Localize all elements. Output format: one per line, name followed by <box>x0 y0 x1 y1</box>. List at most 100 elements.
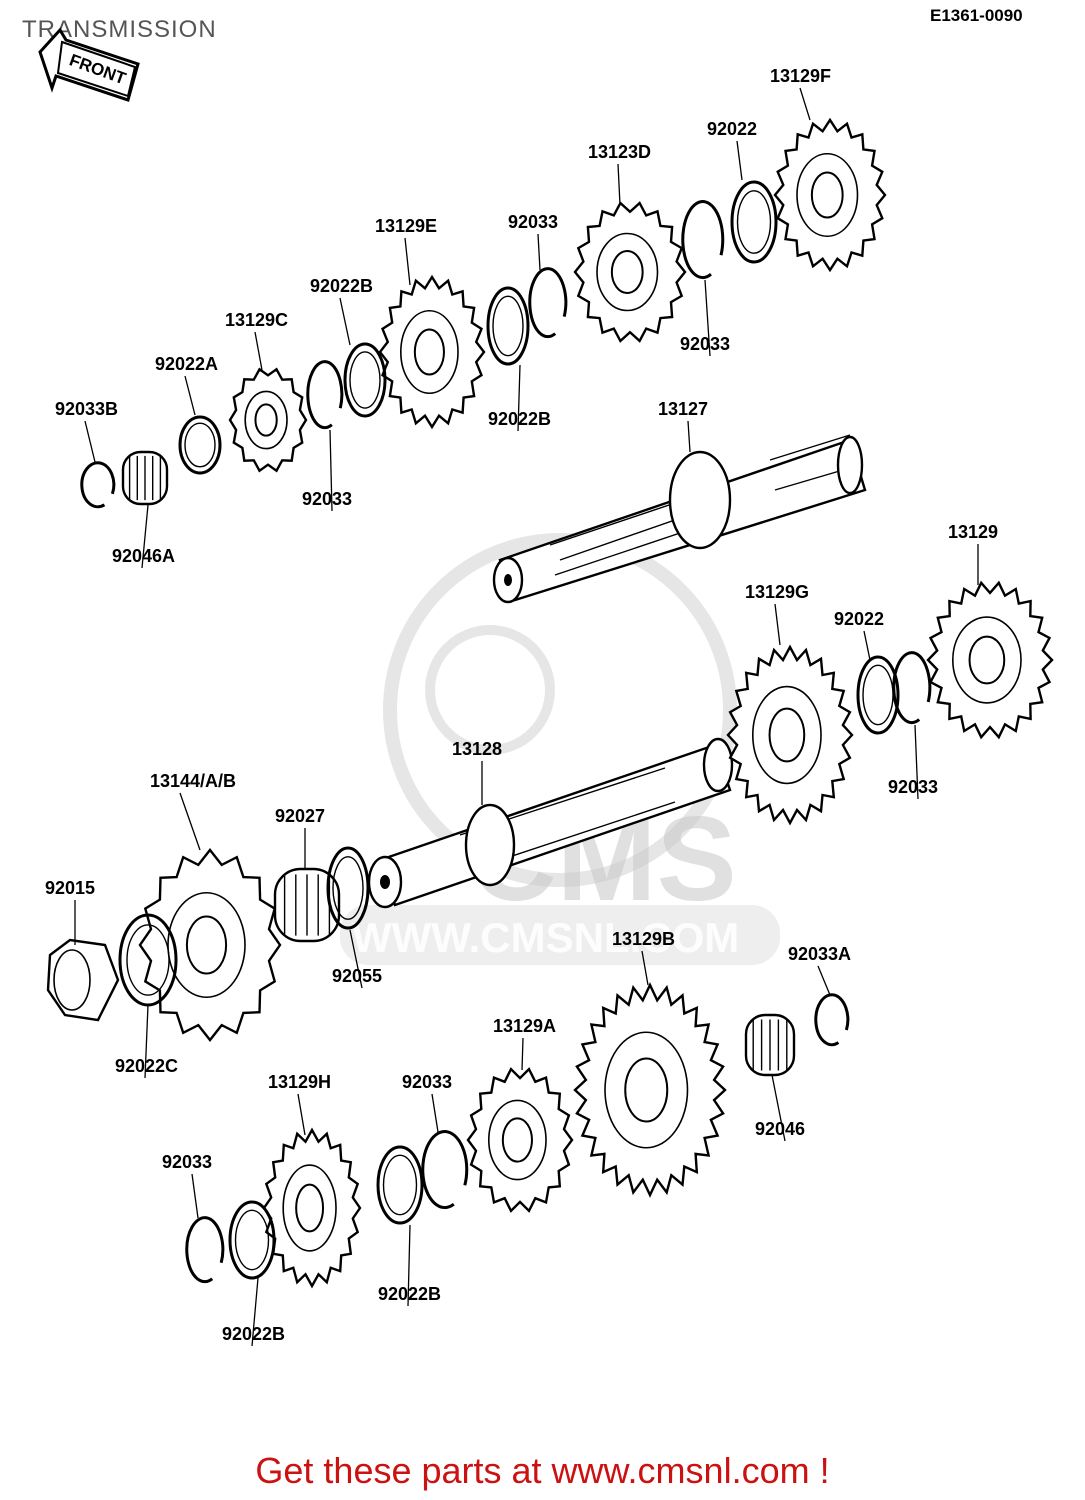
front-arrow-icon: FRONT <box>38 27 140 102</box>
part-label-13129F[interactable]: 13129F <box>770 66 831 86</box>
leader-line-92055 <box>349 929 363 989</box>
part-label-13129A[interactable]: 13129A <box>493 1016 556 1036</box>
gear-13129 <box>926 580 1054 740</box>
leader-line-92033-f <box>191 1173 199 1219</box>
o-ring-92055 <box>326 846 370 930</box>
part-label-92022-top[interactable]: 92022 <box>707 119 757 139</box>
leader-line-92033-a <box>704 279 711 357</box>
leader-line-92033A <box>817 965 831 996</box>
washer-92022-mid <box>856 655 900 735</box>
part-label-13129E[interactable]: 13129E <box>375 216 437 236</box>
part-label-13129C[interactable]: 13129C <box>225 310 288 330</box>
part-label-13144[interactable]: 13144/A/B <box>150 771 236 791</box>
diagram-code: E1361-0090 <box>930 6 1023 25</box>
leader-line-92022C <box>144 1004 149 1079</box>
part-label-92046[interactable]: 92046 <box>755 1119 805 1139</box>
leader-line-92022A <box>184 375 196 416</box>
leader-line-92033-b <box>537 233 541 271</box>
part-label-92022B-c[interactable]: 92022B <box>378 1284 441 1304</box>
washer-92022A <box>178 415 222 475</box>
washer-92022B-d <box>228 1200 276 1280</box>
cta-link[interactable]: Get these parts at www.cmsnl.com ! <box>255 1450 830 1491</box>
part-label-92022B-a[interactable]: 92022B <box>310 276 373 296</box>
leader-line-92022B-d <box>251 1277 259 1347</box>
washer-92022B-c <box>376 1145 424 1225</box>
circlip-92033A <box>814 993 850 1047</box>
washer-92022B-b <box>343 342 387 418</box>
part-label-92033B[interactable]: 92033B <box>55 399 118 419</box>
circlip-92033-b <box>528 267 568 339</box>
part-label-92027[interactable]: 92027 <box>275 806 325 826</box>
leader-line-92033-c <box>329 429 333 512</box>
watermark-url: WWW.CMSNL.COM <box>352 914 739 961</box>
part-label-13129B[interactable]: 13129B <box>612 929 675 949</box>
leader-line-13129A <box>521 1037 524 1071</box>
part-label-92022C[interactable]: 92022C <box>115 1056 178 1076</box>
leader-line-13129G <box>774 603 781 646</box>
part-label-13129H[interactable]: 13129H <box>268 1072 331 1092</box>
leader-line-13129B <box>641 950 649 986</box>
gear-13129A <box>466 1067 574 1213</box>
leader-line-92022-mid <box>863 630 871 661</box>
leader-line-13144 <box>179 792 201 851</box>
leader-line-92046A <box>141 504 149 569</box>
gear-13129H <box>262 1127 362 1289</box>
part-label-13129[interactable]: 13129 <box>948 522 998 542</box>
circlip-92033-e <box>421 1130 469 1210</box>
part-label-92033-f[interactable]: 92033 <box>162 1152 212 1172</box>
leader-line-92046 <box>771 1074 786 1142</box>
bearing-92046 <box>744 1013 796 1077</box>
leader-line-13127 <box>687 420 691 453</box>
gear-13129F <box>773 117 887 273</box>
leader-line-92033-d <box>914 724 919 800</box>
leader-line-92022B-c <box>407 1224 411 1307</box>
gear-13129B <box>573 982 727 1198</box>
part-label-92033-b[interactable]: 92033 <box>508 212 558 232</box>
part-label-92022B-b[interactable]: 92022B <box>488 409 551 429</box>
sprocket-13144 <box>138 848 282 1042</box>
leader-line-92022B-b <box>517 364 521 432</box>
part-label-92015[interactable]: 92015 <box>45 878 95 898</box>
part-label-13127[interactable]: 13127 <box>658 399 708 419</box>
bearing-92046A <box>121 450 169 506</box>
part-label-92033-e[interactable]: 92033 <box>402 1072 452 1092</box>
circlip-92033-c <box>306 360 344 430</box>
part-label-92046A[interactable]: 92046A <box>112 546 175 566</box>
circlip-92033-f <box>185 1216 225 1284</box>
leader-line-92022-top <box>736 140 743 181</box>
part-label-92033-c[interactable]: 92033 <box>302 489 352 509</box>
gear-13123D <box>573 201 687 343</box>
leader-line-13129C <box>254 331 263 371</box>
circlip-92033-d <box>892 651 932 725</box>
part-label-13123D[interactable]: 13123D <box>588 142 651 162</box>
nut-92015 <box>46 938 120 1022</box>
circlip-92033B <box>80 461 116 509</box>
leader-line-13129E <box>404 237 411 286</box>
leader-line-13123D <box>617 163 621 206</box>
gear-13129E <box>378 274 486 430</box>
gear-13129G <box>726 644 854 826</box>
part-label-92022B-d[interactable]: 92022B <box>222 1324 285 1344</box>
part-label-92033A[interactable]: 92033A <box>788 944 851 964</box>
collar-92027 <box>273 867 341 943</box>
leader-line-92033-e <box>431 1093 439 1133</box>
leader-line-13129H <box>297 1093 306 1136</box>
circlip-92033-a <box>681 200 725 280</box>
part-label-92033-a[interactable]: 92033 <box>680 334 730 354</box>
gear-13129C <box>228 367 308 473</box>
shaft-13128 <box>367 737 734 909</box>
part-label-92033-d[interactable]: 92033 <box>888 777 938 797</box>
washer-92022-top <box>730 180 778 264</box>
leader-line-92022B-a <box>339 297 351 346</box>
part-label-92022A[interactable]: 92022A <box>155 354 218 374</box>
shaft-13127 <box>492 434 867 604</box>
part-label-92022-mid[interactable]: 92022 <box>834 609 884 629</box>
part-label-13128[interactable]: 13128 <box>452 739 502 759</box>
part-label-13129G[interactable]: 13129G <box>745 582 809 602</box>
part-label-92055[interactable]: 92055 <box>332 966 382 986</box>
washer-92022B-a <box>486 286 530 366</box>
leader-line-92033B <box>84 420 96 463</box>
leader-line-13129F <box>799 87 811 121</box>
